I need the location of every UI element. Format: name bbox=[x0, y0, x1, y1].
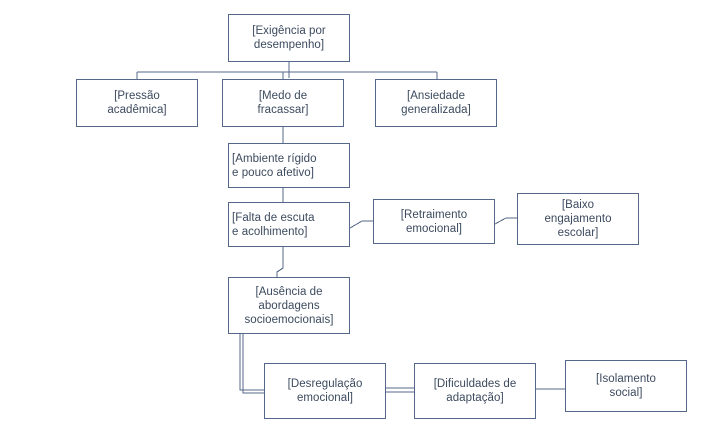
node-line: [Ansiedade bbox=[406, 90, 466, 102]
node-retraimento-emocional[interactable]: [Retraimento emocional] bbox=[373, 199, 495, 244]
edge-ausencia-desregulacao-b bbox=[242, 334, 264, 394]
node-medo-de-fracassar[interactable]: [Medo de fracassar] bbox=[222, 79, 344, 127]
node-baixo-engajamento-escolar[interactable]: [Baixo engajamento escolar] bbox=[517, 193, 639, 245]
node-line: acadêmica] bbox=[107, 104, 167, 116]
edge-ausencia-desregulacao-a bbox=[239, 334, 264, 391]
node-line: [Exigência por bbox=[252, 25, 326, 37]
node-line: e pouco afetivo] bbox=[232, 166, 314, 179]
node-line: [Medo de bbox=[258, 90, 308, 102]
edge-falta-retraimento bbox=[349, 220, 373, 229]
node-line: socioemocionais] bbox=[244, 313, 334, 326]
node-line: desempenho] bbox=[253, 39, 325, 51]
node-exigencia-por-desempenho[interactable]: [Exigência por desempenho] bbox=[228, 14, 350, 62]
edge-retraimento-baixo bbox=[494, 217, 517, 225]
node-line: [Ambiente rígido bbox=[232, 152, 317, 165]
node-line: generalizada] bbox=[401, 104, 471, 116]
node-line: escolar] bbox=[557, 227, 599, 239]
node-line: e acolhimento] bbox=[232, 225, 308, 238]
node-line: [Falta de escuta bbox=[232, 211, 315, 224]
node-falta-de-escuta-acolhimento[interactable]: [Falta de escuta e acolhimento] bbox=[228, 202, 350, 247]
node-line: adaptação] bbox=[446, 392, 504, 404]
edge-falta-ausencia bbox=[276, 247, 284, 277]
node-pressao-academica[interactable]: [Pressão acadêmica] bbox=[76, 79, 198, 127]
node-ansiedade-generalizada[interactable]: [Ansiedade generalizada] bbox=[375, 79, 497, 127]
node-line: emocional] bbox=[405, 222, 463, 235]
node-line: abordagens bbox=[258, 299, 320, 312]
node-line: [Pressão bbox=[114, 90, 160, 102]
node-line: social] bbox=[609, 387, 643, 399]
node-line: engajamento bbox=[544, 213, 612, 225]
node-ausencia-abordagens-socioemocionais[interactable]: [Ausência de abordagens socioemocionais] bbox=[228, 277, 350, 334]
node-line: [Retraimento bbox=[400, 208, 468, 221]
node-line: [Desregulação bbox=[287, 378, 363, 390]
node-line: [Ausência de bbox=[255, 285, 323, 298]
node-ambiente-rigido-pouco-afetivo[interactable]: [Ambiente rígido e pouco afetivo] bbox=[228, 143, 350, 188]
node-line: fracassar] bbox=[257, 104, 309, 116]
node-line: emocional] bbox=[296, 392, 354, 404]
node-line: [Isolamento bbox=[596, 373, 656, 385]
node-desregulacao-emocional[interactable]: [Desregulação emocional] bbox=[264, 363, 386, 419]
node-line: [Baixo bbox=[561, 199, 595, 211]
node-dificuldades-de-adaptacao[interactable]: [Dificuldades de adaptação] bbox=[414, 363, 536, 419]
node-isolamento-social[interactable]: [Isolamento social] bbox=[565, 360, 687, 412]
node-line: [Dificuldades de bbox=[433, 378, 517, 390]
